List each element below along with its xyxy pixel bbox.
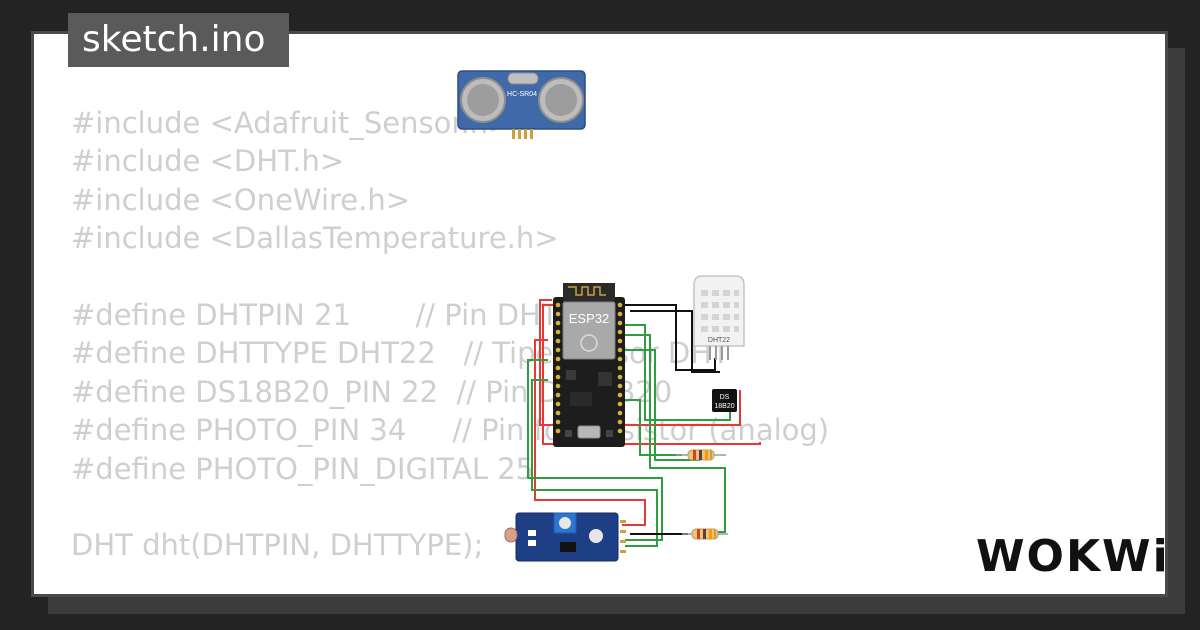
wokwi-logo[interactable]: WOKWi: [976, 531, 1170, 582]
code-line-10: #define PHOTO_PIN_DIGITAL 25: [71, 451, 535, 486]
dht22-label: DHT22: [708, 337, 730, 344]
resistor-2[interactable]: [682, 528, 728, 540]
photoresistor-module[interactable]: [504, 512, 626, 562]
resistor-1[interactable]: [676, 449, 726, 461]
ultrasonic-sensor[interactable]: HC-SR04: [457, 70, 586, 139]
code-line-4: #include <DallasTemperature.h>: [71, 221, 559, 256]
code-line-2: #include <DHT.h>: [71, 144, 345, 179]
sketch-filename-tag: sketch.ino: [68, 13, 290, 67]
code-line-6: #define DHTPIN 21 // Pin DHT: [71, 297, 559, 332]
esp32-label: ESP32: [569, 311, 609, 326]
ds18b20-label-line1: DS: [720, 394, 730, 401]
ultrasonic-label: HC-SR04: [507, 91, 537, 98]
code-line-3: #include <OneWire.h>: [71, 182, 411, 217]
ds18b20-label-line2: 18B20: [714, 403, 734, 410]
esp32-board[interactable]: ESP32: [553, 283, 625, 447]
ds18b20-sensor[interactable]: DS 18B20: [712, 389, 737, 412]
wires: [527, 299, 761, 547]
code-line-12: DHT dht(DHTPIN, DHTTYPE);: [71, 528, 484, 563]
dht22-sensor[interactable]: DHT22: [693, 275, 745, 360]
